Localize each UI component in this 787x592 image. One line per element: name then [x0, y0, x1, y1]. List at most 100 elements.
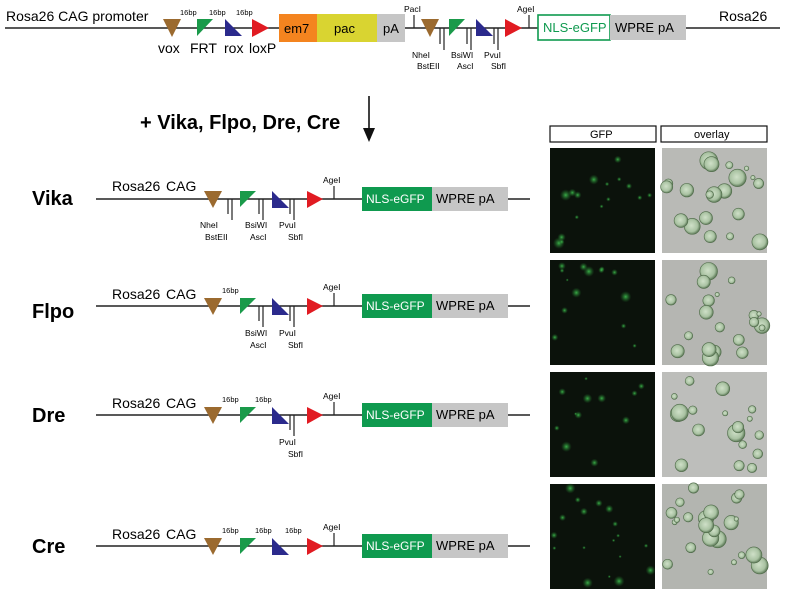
overlay-cell [683, 512, 694, 523]
wpre-pa-label: WPRE pA [436, 538, 495, 553]
gfp-cell [620, 323, 627, 329]
gfp-cell [564, 483, 576, 494]
overlay-cell [696, 274, 711, 289]
overlay-cell [665, 294, 677, 306]
overlay-cell [722, 410, 729, 417]
overlay-cell [699, 211, 713, 225]
wpre-pa-label: WPRE pA [436, 407, 495, 422]
gfp-cell [598, 267, 605, 274]
overlay-cell [747, 462, 758, 473]
gfp-cell [574, 412, 578, 416]
vox-site-icon [204, 298, 222, 315]
gfp-cell [582, 577, 593, 588]
vox-site-icon [204, 538, 222, 555]
overlay-cell [733, 516, 739, 522]
rox-site-icon [272, 191, 289, 208]
overlay-cell [751, 233, 769, 251]
overlay-cell [665, 507, 678, 519]
frt-site-icon [197, 19, 213, 36]
overlay-cell [714, 292, 720, 297]
overlay-cell [732, 421, 745, 434]
overlay-header-box [660, 125, 768, 143]
overlay-cell [733, 460, 745, 472]
loxp-site-icon [307, 298, 323, 315]
overlay-cell [674, 458, 689, 472]
overlay-cell [745, 546, 763, 564]
nls-egfp-label: NLS-eGFP [543, 20, 607, 35]
loxp-site-icon-2 [505, 19, 522, 37]
gfp-cell [599, 204, 604, 209]
vox-site-icon [204, 407, 222, 424]
row-dre: Dre Rosa26 CAG 16bp 16bp PvuI SbfI AgeI … [32, 391, 530, 459]
overlay-cell [736, 346, 749, 359]
rox-site-icon [272, 538, 289, 555]
gfp-cell [582, 393, 593, 404]
overlay-cell [671, 393, 678, 400]
wpre-pa-box [432, 294, 508, 318]
overlay-cell [670, 403, 689, 422]
gfp-cell [568, 188, 577, 197]
sbfi-label: SbfI [491, 61, 506, 71]
row-vika: Vika Rosa26 CAG NheI BstEII BsiWI AscI P… [32, 175, 530, 242]
rosa26-label: Rosa26 [112, 178, 160, 194]
gfp-cell [584, 376, 588, 381]
gfp-cell [614, 155, 622, 164]
cag-label: CAG [166, 395, 196, 411]
spacer-label-2: 16bp [255, 526, 272, 535]
frt-site-icon-2 [449, 19, 465, 36]
gfp-cell [611, 269, 618, 276]
cag-label: CAG [166, 286, 196, 302]
micrograph-panels [550, 148, 771, 589]
pvui-label: PvuI [484, 50, 501, 60]
nls-egfp-box [362, 294, 432, 318]
gfp-cell [613, 575, 625, 587]
overlay-cell [707, 568, 714, 576]
overlay-cell [725, 161, 734, 170]
gfp-header-box [549, 125, 657, 143]
gfp-panel-dre [550, 372, 655, 477]
cag-label: CAG [166, 178, 196, 194]
gfp-cell [604, 181, 610, 187]
overlay-cell [684, 376, 695, 386]
spacer-label-2: 16bp [255, 395, 272, 404]
gfp-cell [561, 307, 568, 314]
gfp-cell [632, 343, 637, 348]
gfp-cell [605, 504, 614, 514]
spacer-label-3: 16bp [236, 8, 253, 17]
gfp-panel-flpo [550, 260, 655, 365]
overlay-cell [701, 342, 717, 357]
overlay-cell [750, 175, 756, 181]
gfp-cell [554, 425, 560, 431]
gfp-cell [607, 575, 611, 579]
agei-label: AgeI [323, 282, 341, 292]
pac-label: pac [334, 21, 355, 36]
recombinase-step: + Vika, Flpo, Dre, Cre [140, 96, 375, 142]
sbfi-label: SbfI [288, 232, 303, 242]
gfp-cell [565, 278, 569, 282]
gfp-cell [637, 195, 643, 201]
gfp-cell [590, 458, 599, 467]
overlay-cell [728, 168, 747, 187]
gfp-cell [574, 496, 581, 503]
frt-site-icon [240, 538, 256, 554]
loxp-label: loxP [249, 40, 276, 56]
pvui-label: PvuI [279, 437, 296, 447]
gfp-cell [551, 333, 559, 341]
nhei-label: NheI [200, 220, 218, 230]
rosa26-label: Rosa26 [112, 286, 160, 302]
gfp-cell [574, 214, 580, 220]
loxp-site-icon [307, 407, 323, 424]
overlay-cell [714, 322, 725, 333]
nls-egfp-label: NLS-eGFP [366, 299, 425, 313]
gfp-cell [558, 388, 566, 396]
vox-site-icon-2 [421, 19, 439, 37]
overlay-cell [685, 542, 697, 553]
loxp-site-icon [307, 538, 323, 555]
overlay-cell [732, 334, 745, 346]
gfp-cell [619, 291, 632, 303]
wpre-pa-box [610, 15, 686, 40]
row-flpo: Flpo Rosa26 CAG 16bp BsiWI AscI PvuI Sbf… [32, 282, 530, 350]
row-name: Vika [32, 188, 74, 210]
asci-label: AscI [457, 61, 474, 71]
row-cre: Cre Rosa26 CAG 16bp 16bp 16bp AgeI NLS-e… [32, 522, 530, 558]
